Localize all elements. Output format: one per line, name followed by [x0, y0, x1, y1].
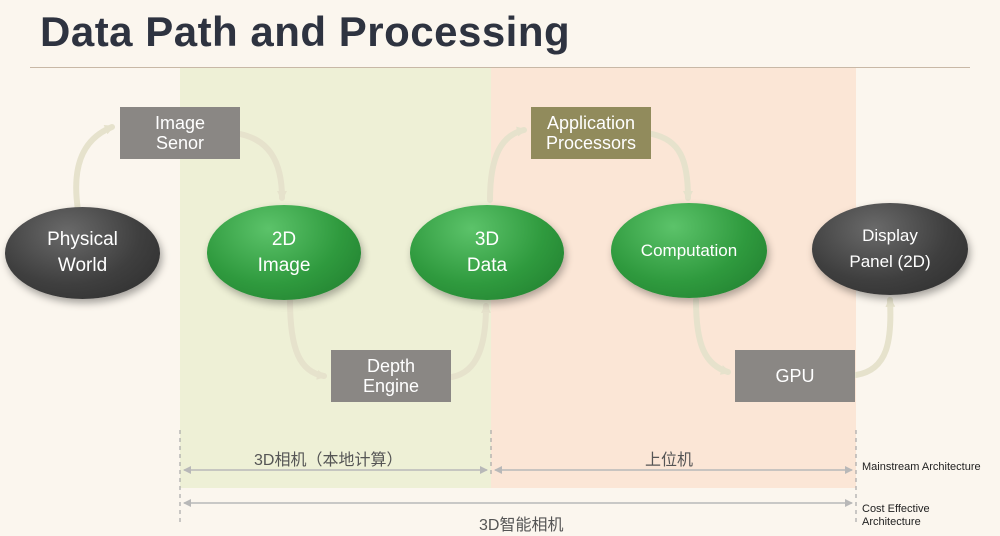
- arrow-computation-to-gpu: [693, 297, 731, 375]
- arrow-depth-to-3d: [449, 303, 491, 380]
- arrow-gpu-to-display: [853, 297, 896, 378]
- span-label-camera-local: 3D相机（本地计算）: [254, 452, 403, 469]
- arrow-ap-to-computation: [649, 131, 693, 201]
- span-label-host: 上位机: [645, 452, 694, 469]
- node-3d-data: 3D Data: [410, 205, 564, 300]
- title-underline: [30, 67, 970, 68]
- node-2d-image: 2D Image: [207, 205, 361, 300]
- arrow-3d-to-ap: [487, 126, 527, 203]
- arrow-2d-to-depth: [287, 297, 327, 380]
- node-application-processors: Application Processors: [531, 107, 651, 159]
- node-depth-engine: Depth Engine: [331, 350, 451, 402]
- node-display-panel: Display Panel (2D): [812, 203, 968, 295]
- node-physical-world: Physical World: [5, 207, 160, 299]
- arrow-sensor-to-2d: [237, 131, 287, 201]
- page-title: Data Path and Processing: [40, 8, 571, 55]
- side-label-mainstream: Mainstream Architecture: [862, 461, 981, 473]
- node-computation: Computation: [611, 203, 767, 298]
- node-image-sensor: Image Senor: [120, 107, 240, 159]
- side-label-cost-effective: Cost Effective Architecture: [862, 503, 930, 528]
- arrow-world-to-sensor: [73, 124, 115, 213]
- span-label-smart-camera: 3D智能相机: [479, 517, 564, 534]
- node-gpu: GPU: [735, 350, 855, 402]
